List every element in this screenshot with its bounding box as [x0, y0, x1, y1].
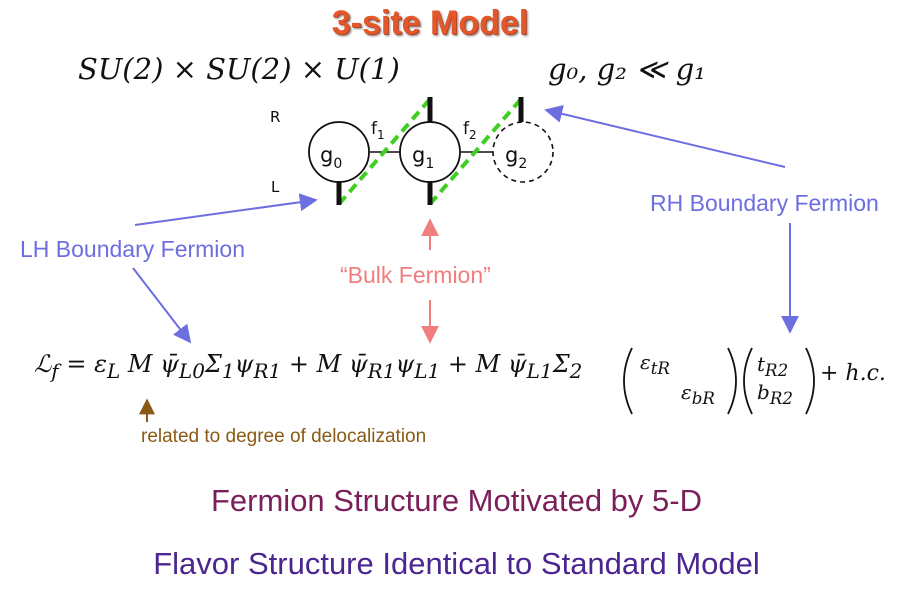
gauge-group: SU(2) × SU(2) × U(1) — [78, 52, 400, 86]
link-label-f1: f1 — [371, 119, 385, 142]
site-circle-0 — [308, 121, 370, 183]
lagrangian: ℒf = εL M ψ̄L0Σ1ψR1 + M ψ̄R1ψL1 + M ψ̄L1… — [34, 350, 583, 383]
site-label-1: g1 — [412, 143, 434, 172]
dashed-link-2 — [428, 97, 523, 206]
delocalization-label: related to degree of delocalization — [141, 426, 427, 447]
hermitian-conjugate: + h.c. — [820, 361, 886, 386]
vector-right-paren — [805, 347, 815, 415]
site-label-0: g0 — [320, 143, 342, 172]
lh-arrow-to-diagram — [134, 193, 318, 226]
right-chirality-label: R — [270, 108, 280, 126]
bulk-fermion-label: “Bulk Fermion” — [340, 262, 491, 288]
slide-title: 3-site Model — [331, 4, 529, 42]
rh-arrow-to-diagram — [544, 105, 786, 168]
vector-entry-b: bR2 — [757, 380, 793, 408]
rh-boundary-label: RH Boundary Fermion — [650, 190, 879, 216]
headline-fermion-structure: Fermion Structure Motivated by 5-D — [210, 483, 702, 518]
lh-boundary-label: LH Boundary Fermion — [20, 236, 245, 262]
site-circle-2 — [492, 121, 554, 183]
vector-left-paren — [743, 347, 753, 415]
dashed-link-1 — [337, 97, 432, 206]
site-circle-1 — [399, 121, 461, 183]
matrix-left-paren — [623, 347, 633, 415]
matrix-entry-eps-b: εbR — [681, 380, 715, 408]
lh-arrow-to-term — [132, 267, 192, 344]
matrix-entry-eps-t: εtR — [640, 350, 670, 378]
coupling-relation: g₀, g₂ ≪ g₁ — [548, 52, 706, 86]
headline-flavor-structure: Flavor Structure Identical to Standard M… — [153, 546, 760, 581]
left-chirality-label: L — [271, 178, 280, 196]
matrix-right-paren — [727, 347, 737, 415]
link-label-f2: f2 — [463, 119, 477, 142]
vector-entry-t: tR2 — [757, 352, 789, 380]
site-label-2: g2 — [505, 143, 527, 172]
